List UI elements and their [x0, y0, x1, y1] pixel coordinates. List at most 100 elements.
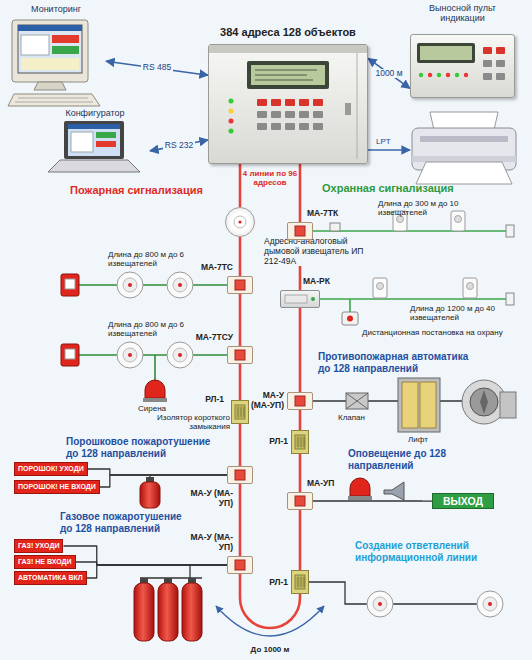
- mod-detail: [235, 470, 245, 480]
- panel-detail: [257, 123, 267, 130]
- alarm-devices: [348, 478, 404, 500]
- laptop-picture: [64, 121, 124, 159]
- fire-devices: [167, 272, 193, 298]
- laptop-picture: [48, 160, 140, 172]
- panel-detail: [271, 111, 281, 118]
- printer-picture: [430, 112, 498, 130]
- signal-loop: [239, 484, 242, 556]
- monitor-picture: [8, 20, 100, 106]
- remote-detail: [496, 47, 505, 54]
- isolator-relay: РЛ-1: [291, 570, 309, 594]
- fire-devices: [61, 344, 79, 366]
- device-label: Сирена: [138, 404, 166, 413]
- node-label: ПОРОШОК! УХОДИ: [18, 465, 84, 473]
- panel-detail: [209, 45, 367, 53]
- section-heading: Охранная сигнализация: [322, 182, 454, 195]
- monitor-picture: [8, 94, 100, 106]
- panel-detail: [229, 99, 234, 104]
- det-detail: [234, 216, 246, 228]
- fan-picture: [462, 380, 506, 424]
- panel-detail: [299, 99, 309, 106]
- valve-picture: [346, 393, 368, 409]
- control-panel: 384 адреса 128 объектов: [208, 44, 368, 164]
- signal-loop: [299, 454, 302, 492]
- fire-devices: [61, 274, 79, 296]
- panel-detail: [257, 111, 267, 118]
- control-wire: [100, 475, 227, 487]
- remote-panel: Выносной пульт индикации: [410, 34, 515, 98]
- det-detail: [238, 220, 241, 223]
- isolator-relay: РЛ-1: [291, 430, 309, 454]
- security-devices: [330, 223, 340, 231]
- laptop-picture: [68, 124, 120, 156]
- gas-cylinders: [134, 578, 202, 641]
- section-heading: Создание ответвлений информационной лини…: [355, 540, 520, 563]
- link-label: RS 485: [141, 63, 173, 73]
- fan-picture: [462, 380, 516, 424]
- panel-detail: [299, 123, 309, 130]
- laptop-picture: [48, 121, 140, 172]
- node-label: Мониторинг: [6, 4, 106, 14]
- mrk-detail: [311, 297, 315, 301]
- panel-detail: [229, 109, 234, 114]
- mod-detail: [228, 467, 252, 483]
- lpt-cable: [368, 149, 410, 151]
- panel-detail: [313, 99, 323, 106]
- gas-cylinders: [134, 583, 154, 641]
- configurator-laptop: Конфигуратор: [40, 108, 150, 174]
- remote-detail: [446, 73, 450, 77]
- rl-detail: [295, 435, 305, 449]
- mod-detail: [228, 277, 252, 293]
- panel-detail: [271, 99, 281, 106]
- section-heading: Порошковое пожаротушение до 128 направле…: [66, 436, 218, 459]
- panel-detail: [257, 99, 267, 106]
- rl-detail: [232, 401, 248, 423]
- rl-detail: [298, 577, 304, 587]
- alarm-devices: [384, 482, 404, 500]
- node-label: МА-7ТС: [201, 263, 233, 273]
- laptop-picture: [68, 124, 120, 129]
- control-wire: [87, 565, 227, 578]
- node-label: ГАЗ! УХОДИ: [18, 542, 59, 550]
- panel-detail: [313, 111, 323, 118]
- automation-wire: [313, 400, 470, 401]
- control-module: МА-У (МА-УП): [227, 556, 253, 574]
- mrk-detail: [281, 291, 319, 307]
- printer-picture: [416, 162, 512, 184]
- mod-detail: [235, 350, 245, 360]
- mod-detail: [288, 393, 312, 409]
- device-note: Дистанционная постановка на охрану: [362, 328, 522, 337]
- panel-detail: [255, 70, 317, 80]
- signal-loop: [239, 164, 242, 207]
- mod-detail: [228, 347, 252, 363]
- security-devices: [506, 225, 514, 237]
- panel-detail: [299, 111, 309, 118]
- length-note: Длина до 800 м до 6 извещателей: [108, 320, 196, 338]
- lift-picture: [398, 378, 440, 432]
- panel-detail: [229, 119, 234, 124]
- control-module: МА-УП: [287, 492, 313, 510]
- mod-detail: [295, 396, 305, 406]
- signal-loop: [239, 364, 242, 400]
- address-module: МА-РК: [280, 290, 320, 308]
- valve-picture: [346, 393, 368, 409]
- monitoring-computer: Мониторинг: [6, 4, 106, 108]
- printer-picture: [412, 156, 516, 162]
- monitor-picture: [15, 98, 93, 102]
- security-devices: [506, 293, 514, 305]
- mod-detail: [228, 557, 252, 573]
- data-link: [368, 58, 410, 88]
- rl-detail: [292, 431, 308, 453]
- lift-picture: [398, 378, 440, 432]
- rl-detail: [235, 405, 245, 419]
- address-module: МА-7ТСУ: [227, 346, 253, 364]
- remote-detail: [455, 73, 459, 77]
- signal-loop: [299, 164, 302, 222]
- remote-detail: [496, 60, 505, 67]
- panel-detail: [313, 123, 323, 130]
- security-loop-wire: [320, 298, 510, 300]
- signal-loop: [299, 308, 302, 392]
- signal-loop: [239, 237, 242, 276]
- warning-sign: ГАЗ! УХОДИ: [14, 539, 63, 553]
